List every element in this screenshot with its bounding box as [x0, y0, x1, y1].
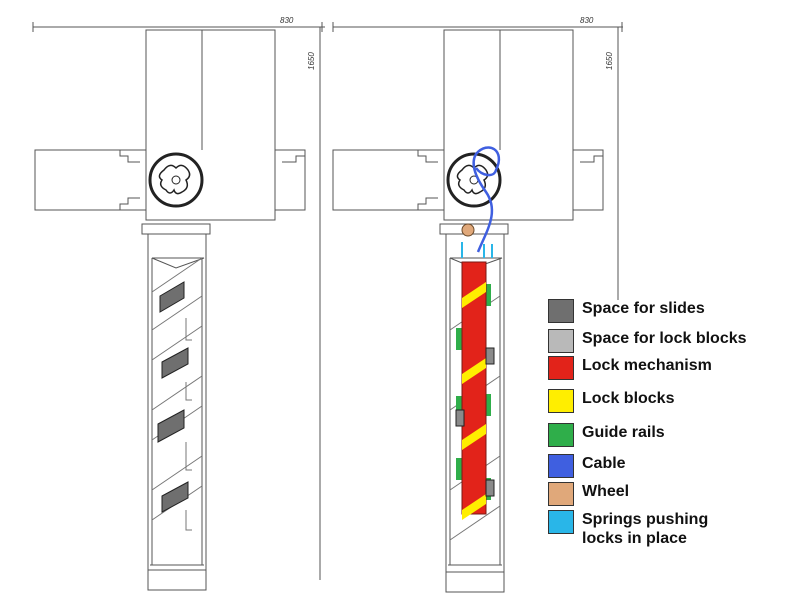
- left-wheel: [148, 152, 204, 208]
- legend-item-springs: Springs pushing locks in place: [548, 510, 708, 550]
- legend-label: Guide rails: [582, 424, 665, 441]
- lock-block-spaces: [455, 347, 495, 497]
- legend-swatch: [548, 299, 574, 323]
- legend-label: Lock blocks: [582, 390, 675, 407]
- legend-swatch: [548, 329, 574, 353]
- legend-item-lock-mechanism: Lock mechanism: [548, 356, 712, 380]
- guide-rail: [485, 394, 491, 416]
- legend-label: Cable: [582, 455, 626, 472]
- right-post-cap: [439, 223, 509, 235]
- guide-rail: [456, 396, 462, 418]
- legend-swatch: [548, 454, 574, 478]
- legend-item-lock-blocks: Lock blocks: [548, 389, 674, 413]
- legend-swatch: [548, 482, 574, 506]
- legend-label: Space for lock blocks: [582, 330, 747, 347]
- legend-swatch: [548, 510, 574, 534]
- legend-item-lock-block-spaces: Space for lock blocks: [548, 329, 747, 353]
- lock-block-space: [485, 479, 495, 497]
- right-cross-outline: [332, 29, 604, 221]
- lock-block-space: [485, 347, 495, 365]
- guide-rail: [456, 458, 462, 480]
- left-cross-outline: [34, 29, 306, 221]
- left-slides: [157, 281, 189, 513]
- lock-block: [462, 424, 486, 450]
- lock-block-space: [455, 409, 465, 427]
- left-width-label: 830: [280, 16, 294, 25]
- left-drawing: [32, 22, 325, 591]
- left-slide-4: [161, 481, 189, 513]
- left-post-cap: [141, 223, 211, 235]
- left-slide-2: [161, 347, 189, 379]
- right-width-label: 830: [580, 16, 594, 25]
- left-slide-3: [157, 409, 185, 443]
- right-wheel-drawing: [446, 152, 502, 208]
- legend-label: Lock mechanism: [582, 357, 712, 374]
- legend-swatch: [548, 389, 574, 413]
- legend-item-wheel: Wheel: [548, 482, 629, 506]
- legend-swatch: [548, 423, 574, 447]
- guide-rail: [456, 328, 462, 350]
- lock-block: [462, 358, 486, 384]
- lock-block: [462, 494, 486, 520]
- legend-item-cable: Cable: [548, 454, 626, 478]
- legend-item-slides: Space for slides: [548, 299, 705, 323]
- left-slide-1: [159, 281, 185, 313]
- lock-blocks: [462, 282, 486, 520]
- legend-label: Space for slides: [582, 300, 705, 317]
- legend-item-guide-rails: Guide rails: [548, 423, 665, 447]
- right-height-label: 1650: [605, 52, 614, 70]
- wheel: [461, 223, 475, 237]
- legend-label: Wheel: [582, 483, 630, 500]
- left-height-label: 1650: [307, 52, 316, 70]
- legend-swatch: [548, 356, 574, 380]
- cable: [472, 146, 501, 253]
- lock-block: [462, 282, 486, 308]
- guide-rail: [485, 284, 491, 306]
- left-post: [147, 234, 207, 571]
- legend-label: Springs pushing locks in place: [582, 511, 709, 547]
- springs: [461, 242, 493, 258]
